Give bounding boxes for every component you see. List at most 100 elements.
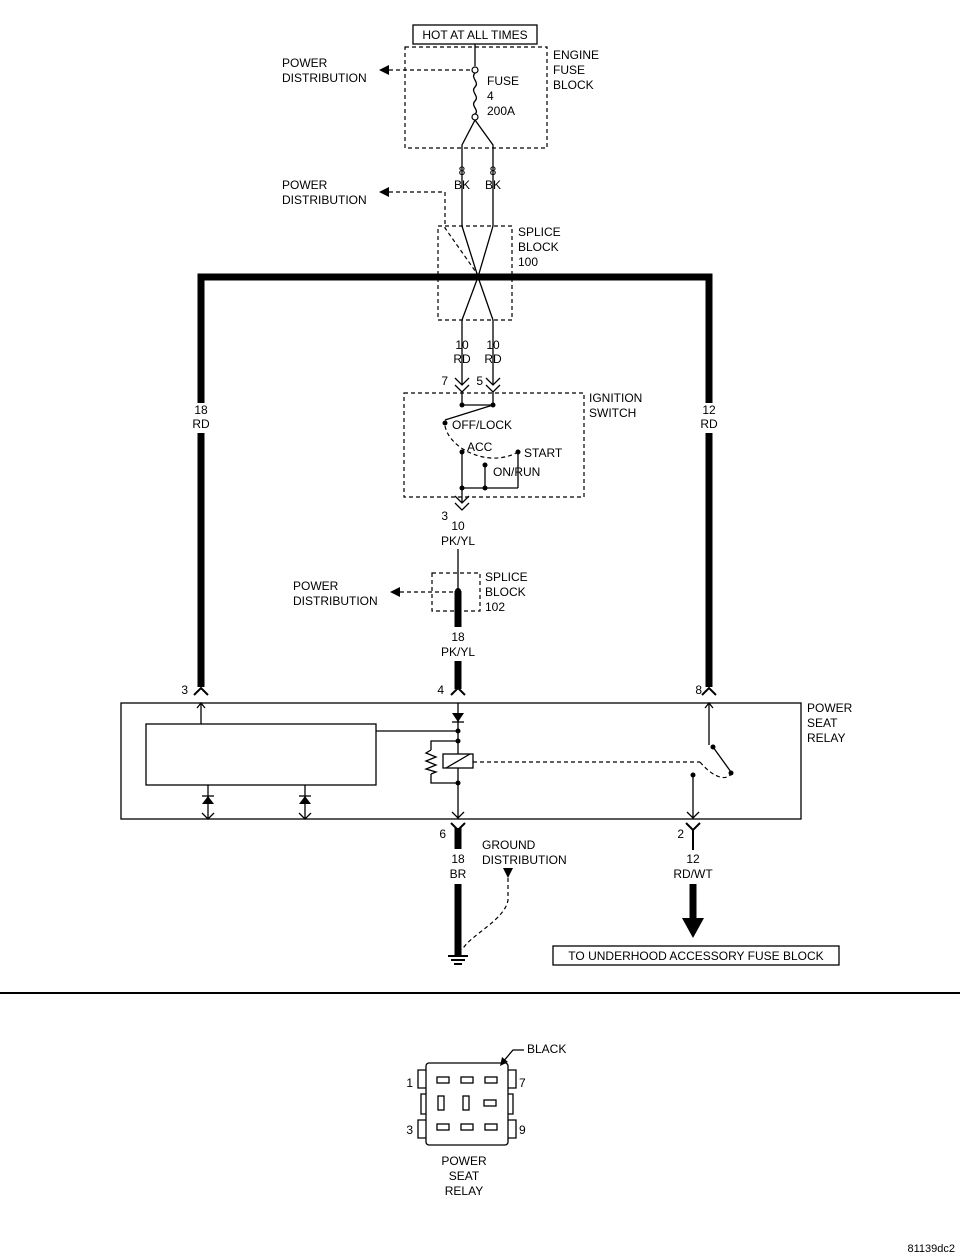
splice-100-left-path [461,225,479,321]
ground-distribution-label-2: DISTRIBUTION [482,853,567,867]
power-distribution-2-line [389,191,479,276]
wire-label-12rd-gauge: 12 [702,403,716,417]
wire-label-18rd-gauge: 18 [194,403,208,417]
power-distribution-1-label: POWER [282,56,328,70]
relay-input-diode [452,713,464,722]
fuse-number: 4 [487,89,494,103]
power-distribution-3-label: POWER [293,579,339,593]
relay-coil-slash [445,753,471,769]
ignition-switch-label-2: SWITCH [589,406,636,420]
power-distribution-3-arrow [390,587,400,597]
main-bus-wire [197,273,713,687]
pin-relay-8: 8 [695,683,702,697]
relay-contact-tip [728,770,734,776]
connector-chevron-relay-4 [450,686,466,696]
power-distribution-2-arrow [379,187,389,197]
connector-color-leader [501,1049,524,1064]
splice-block-100-label-3: 100 [518,255,538,269]
wire-label-18rd-color: RD [192,417,210,431]
splice-block-102-label-1: SPLICE [485,570,528,584]
pin-relay-2: 2 [677,827,684,841]
power-seat-relay-label-1: POWER [807,701,853,715]
connector-pin-7: 7 [519,1076,526,1090]
power-distribution-2-label-2: DISTRIBUTION [282,193,367,207]
diode-2 [298,785,312,820]
connector-title-2: SEAT [449,1169,480,1183]
ign-node-left [459,402,465,408]
relay-resistor [424,749,438,775]
relay-node-1 [455,728,461,734]
ign-switch-arc [444,425,519,459]
engine-fuse-block-label-2: FUSE [553,63,585,77]
connector-pin-9: 9 [519,1123,526,1137]
wire-label-8bk-right-color: BK [485,178,501,192]
connector-pin-1: 1 [406,1076,413,1090]
connector-title-3: RELAY [445,1184,483,1198]
hot-at-all-times-text: HOT AT ALL TIMES [422,28,527,42]
wire-label-8bk-left-gauge: 8 [459,164,466,178]
engine-fuse-block-label-3: BLOCK [553,78,594,92]
wire-label-12rd-color: RD [700,417,718,431]
ground-distribution-label: GROUND [482,838,536,852]
connector-chevron-ign-3 [454,495,470,511]
wire-label-18pkyl-gauge: 18 [451,630,465,644]
wire-label-12rdwt-gauge: 12 [686,852,700,866]
fuse-element [472,72,478,115]
wire-label-10rd-left-color: RD [453,352,471,366]
splice-block-100: SPLICE BLOCK 100 [437,225,561,321]
diode-1 [201,785,215,820]
relay-pin2-arrow [686,811,700,819]
switch-off-lock: OFF/LOCK [452,418,512,432]
wire-label-18rd-bg [190,403,212,433]
splice-block-102: SPLICE BLOCK 102 [431,570,528,614]
pin-ign-7: 7 [441,374,448,388]
ign-switch-blade [444,404,494,421]
power-distribution-3-label-2: DISTRIBUTION [293,594,378,608]
connector-pin-3: 3 [406,1123,413,1137]
wire-label-10rd-right-color: RD [484,352,502,366]
connector-chevron-relay-8 [701,686,717,696]
power-seat-relay: POWER SEAT RELAY [120,701,853,820]
power-seat-relay-label-2: SEAT [807,716,838,730]
splice-block-100-label-1: SPLICE [518,225,561,239]
splice-100-right-path [477,225,494,321]
splice-block-102-label-3: 102 [485,600,505,614]
connector-chevron-relay-2 [685,822,701,832]
wire-label-12rdwt-color: RD/WT [673,867,713,881]
engine-fuse-block-label-1: ENGINE [553,48,599,62]
relay-pin3-arrow [196,701,206,709]
ign-bus-node-2 [482,485,488,491]
pin-ign-5: 5 [476,374,483,388]
ign-contact-off [442,420,448,426]
relay-resistor-bypass [430,740,458,784]
wire-fuse-right [474,119,494,226]
fuse-rating: 200A [487,104,515,118]
wire-fuse-left [461,119,476,226]
ground-symbol [448,955,468,965]
to-underhood-label: TO UNDERHOOD ACCESSORY FUSE BLOCK [552,945,840,966]
relay-contact-arc [699,761,734,779]
pin-relay-4: 4 [437,683,444,697]
switch-on-run: ON/RUN [493,465,540,479]
power-distribution-1-label-2: DISTRIBUTION [282,71,367,85]
ignition-switch: IGNITION SWITCH [403,391,642,498]
power-distribution-1-arrow [379,65,389,75]
wire-label-10pkyl-gauge: 10 [451,519,465,533]
wire-label-8bk-left-color: BK [454,178,470,192]
pin-relay-6: 6 [439,827,446,841]
fuse-terminal-top [471,66,479,74]
relay-contact-blade [712,746,732,773]
fuse-terminal-bottom [471,113,479,121]
relay-pin8-arrow [704,701,714,709]
hot-at-all-times-label: HOT AT ALL TIMES [412,24,538,45]
to-underhood-text: TO UNDERHOOD ACCESSORY FUSE BLOCK [568,949,823,963]
connector-chevron-relay-3 [193,686,209,696]
ignition-switch-label-1: IGNITION [589,391,642,405]
wire-label-18pkyl-color: PK/YL [441,645,475,659]
pin-ign-3: 3 [441,509,448,523]
wire-label-10rd-left-gauge: 10 [455,338,469,352]
switch-start: START [524,446,563,460]
wire-label-8bk-right-gauge: 8 [490,164,497,178]
engine-fuse-block: ENGINE FUSE BLOCK [404,46,599,149]
